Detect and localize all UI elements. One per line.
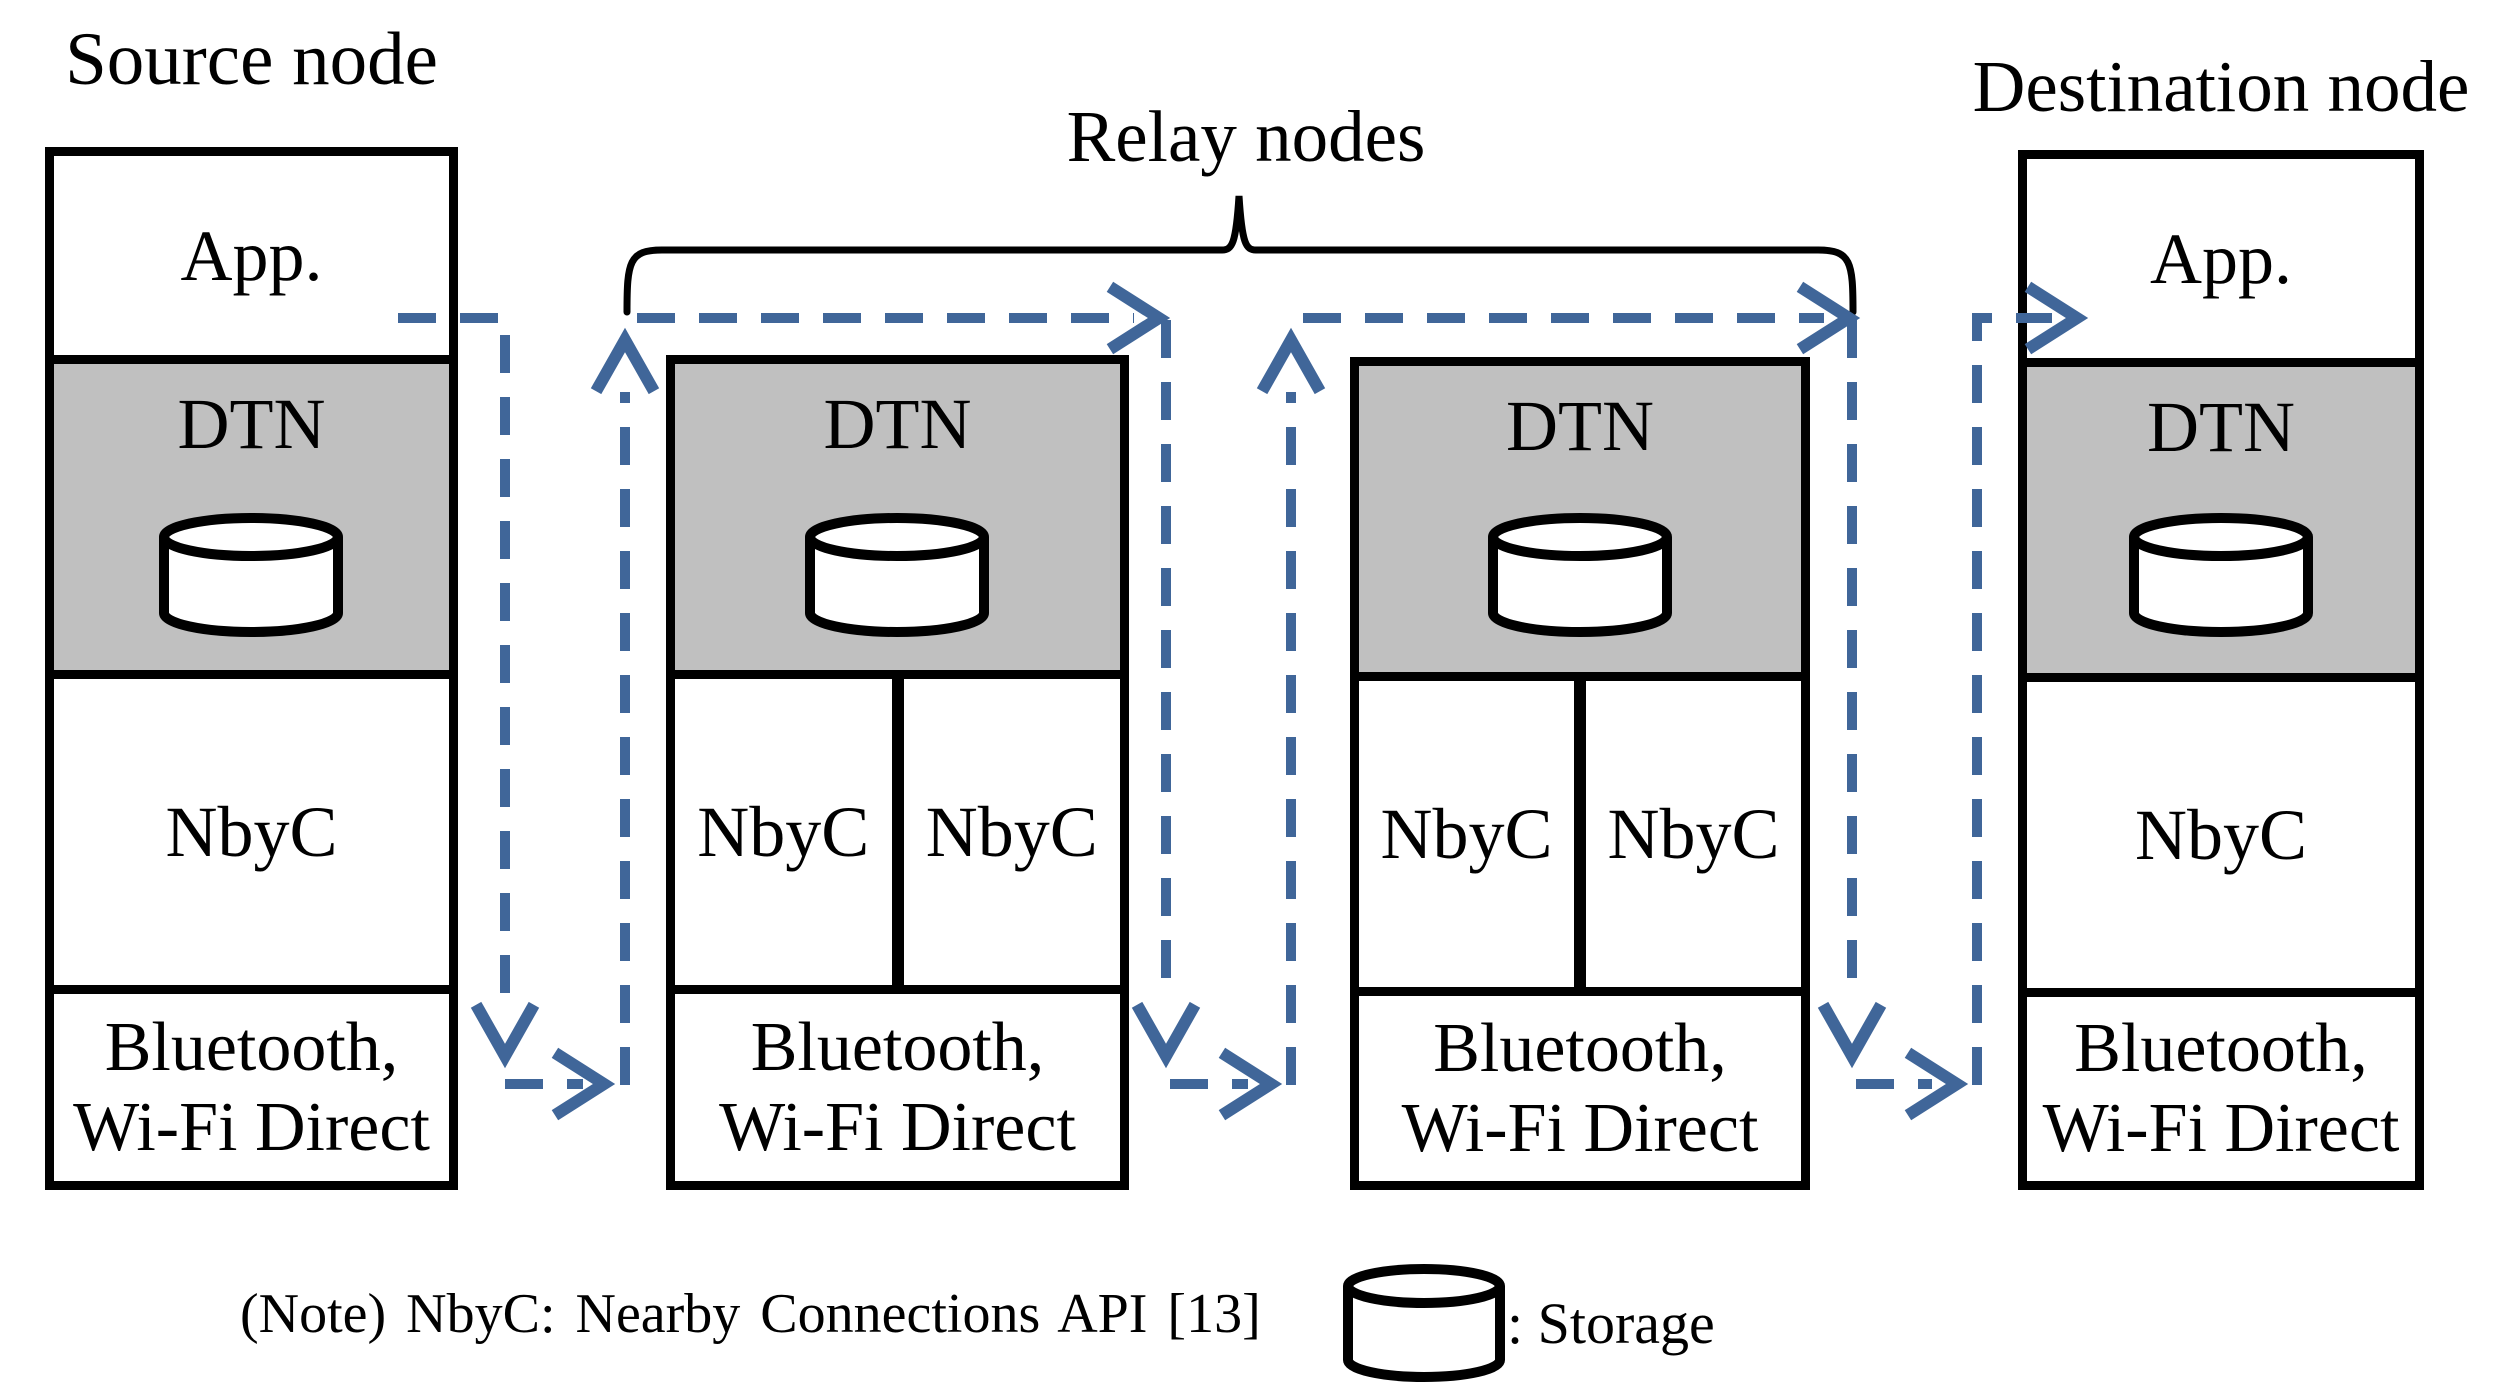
- relay-node-2-box: DTN NbyC NbyC Bluetooth, Wi-Fi Direct: [1350, 357, 1810, 1190]
- relay-nodes-title: Relay nodes: [1066, 96, 1426, 177]
- destination-node-title: Destination node: [1972, 46, 2470, 127]
- source-node-title: Source node: [65, 18, 438, 101]
- relay1-nbyc-right-label: NbyC: [925, 792, 1098, 872]
- arrowhead-down-icon: [1817, 1001, 1887, 1069]
- source-dtn-label: DTN: [177, 384, 326, 464]
- relay1-nbyc-right-cell: NbyC: [891, 679, 1121, 985]
- relay1-nbyc-layer: NbyC NbyC: [675, 670, 1120, 985]
- arrowhead-right-icon: [1904, 1047, 1969, 1121]
- destination-nbyc-label: NbyC: [2134, 795, 2308, 875]
- relay1-dtn-layer: DTN: [675, 364, 1120, 670]
- source-radio-line1: Bluetooth,: [104, 1008, 399, 1086]
- arrowhead-right-icon: [1796, 281, 1861, 355]
- destination-radio-layer: Bluetooth, Wi-Fi Direct: [2027, 988, 2415, 1181]
- relay2-radio-layer: Bluetooth, Wi-Fi Direct: [1359, 987, 1801, 1181]
- destination-radio-line2: Wi-Fi Direct: [2042, 1090, 2400, 1167]
- relay-nodes-brace: [623, 195, 1857, 316]
- relay1-dtn-label: DTN: [823, 384, 972, 464]
- destination-app-label: App.: [2150, 218, 2292, 299]
- arrowhead-right-icon: [551, 1047, 616, 1121]
- relay1-nbyc-left-cell: NbyC: [675, 679, 892, 985]
- relay2-nbyc-left-label: NbyC: [1380, 794, 1553, 874]
- arrowhead-down-icon: [470, 1001, 540, 1069]
- source-app-layer: App.: [54, 156, 449, 355]
- relay1-radio-line1: Bluetooth,: [750, 1008, 1045, 1086]
- arrowhead-down-icon: [1131, 1001, 1201, 1069]
- relay1-radio-line2: Wi-Fi Direct: [719, 1088, 1076, 1166]
- source-radio-layer: Bluetooth, Wi-Fi Direct: [54, 985, 449, 1181]
- source-app-label: App.: [180, 215, 323, 296]
- relay2-radio-line1: Bluetooth,: [1433, 1009, 1727, 1087]
- destination-nbyc-layer: NbyC: [2027, 673, 2415, 988]
- destination-app-layer: App.: [2027, 159, 2415, 358]
- source-dtn-layer: DTN: [54, 355, 449, 670]
- arrowhead-right-icon: [1106, 281, 1171, 355]
- relay2-nbyc-right-cell: NbyC: [1574, 681, 1801, 987]
- destination-node-box: App. DTN NbyC Bluetooth, Wi-Fi Direct: [2018, 150, 2424, 1190]
- arrowhead-up-icon: [590, 327, 660, 395]
- storage-legend-cylinder-icon: [1343, 1264, 1505, 1382]
- source-node-box: App. DTN NbyC Bluetooth, Wi-Fi Direct: [45, 147, 458, 1190]
- arrowhead-up-icon: [1256, 327, 1326, 395]
- relay1-nbyc-left-label: NbyC: [697, 792, 870, 872]
- source-radio-line2: Wi-Fi Direct: [73, 1088, 430, 1166]
- nbyc-note-text: (Note) NbyC: Nearby Connections API [13]: [240, 1283, 1261, 1345]
- relay2-radio-line2: Wi-Fi Direct: [1401, 1089, 1759, 1167]
- relay2-nbyc-right-label: NbyC: [1607, 794, 1780, 874]
- source-nbyc-layer: NbyC: [54, 670, 449, 985]
- arrowhead-right-icon: [1218, 1047, 1283, 1121]
- destination-dtn-layer: DTN: [2027, 358, 2415, 673]
- storage-legend-label: : Storage: [1507, 1291, 1715, 1356]
- relay2-dtn-layer: DTN: [1359, 366, 1801, 672]
- destination-dtn-label: DTN: [2147, 387, 2295, 467]
- source-nbyc-label: NbyC: [165, 792, 338, 872]
- relay2-dtn-label: DTN: [1506, 386, 1654, 466]
- relay2-nbyc-layer: NbyC NbyC: [1359, 672, 1801, 987]
- relay1-radio-layer: Bluetooth, Wi-Fi Direct: [675, 985, 1120, 1181]
- relay2-nbyc-left-cell: NbyC: [1359, 681, 1574, 987]
- destination-radio-line1: Bluetooth,: [2074, 1010, 2368, 1088]
- relay-node-1-box: DTN NbyC NbyC Bluetooth, Wi-Fi Direct: [666, 355, 1129, 1190]
